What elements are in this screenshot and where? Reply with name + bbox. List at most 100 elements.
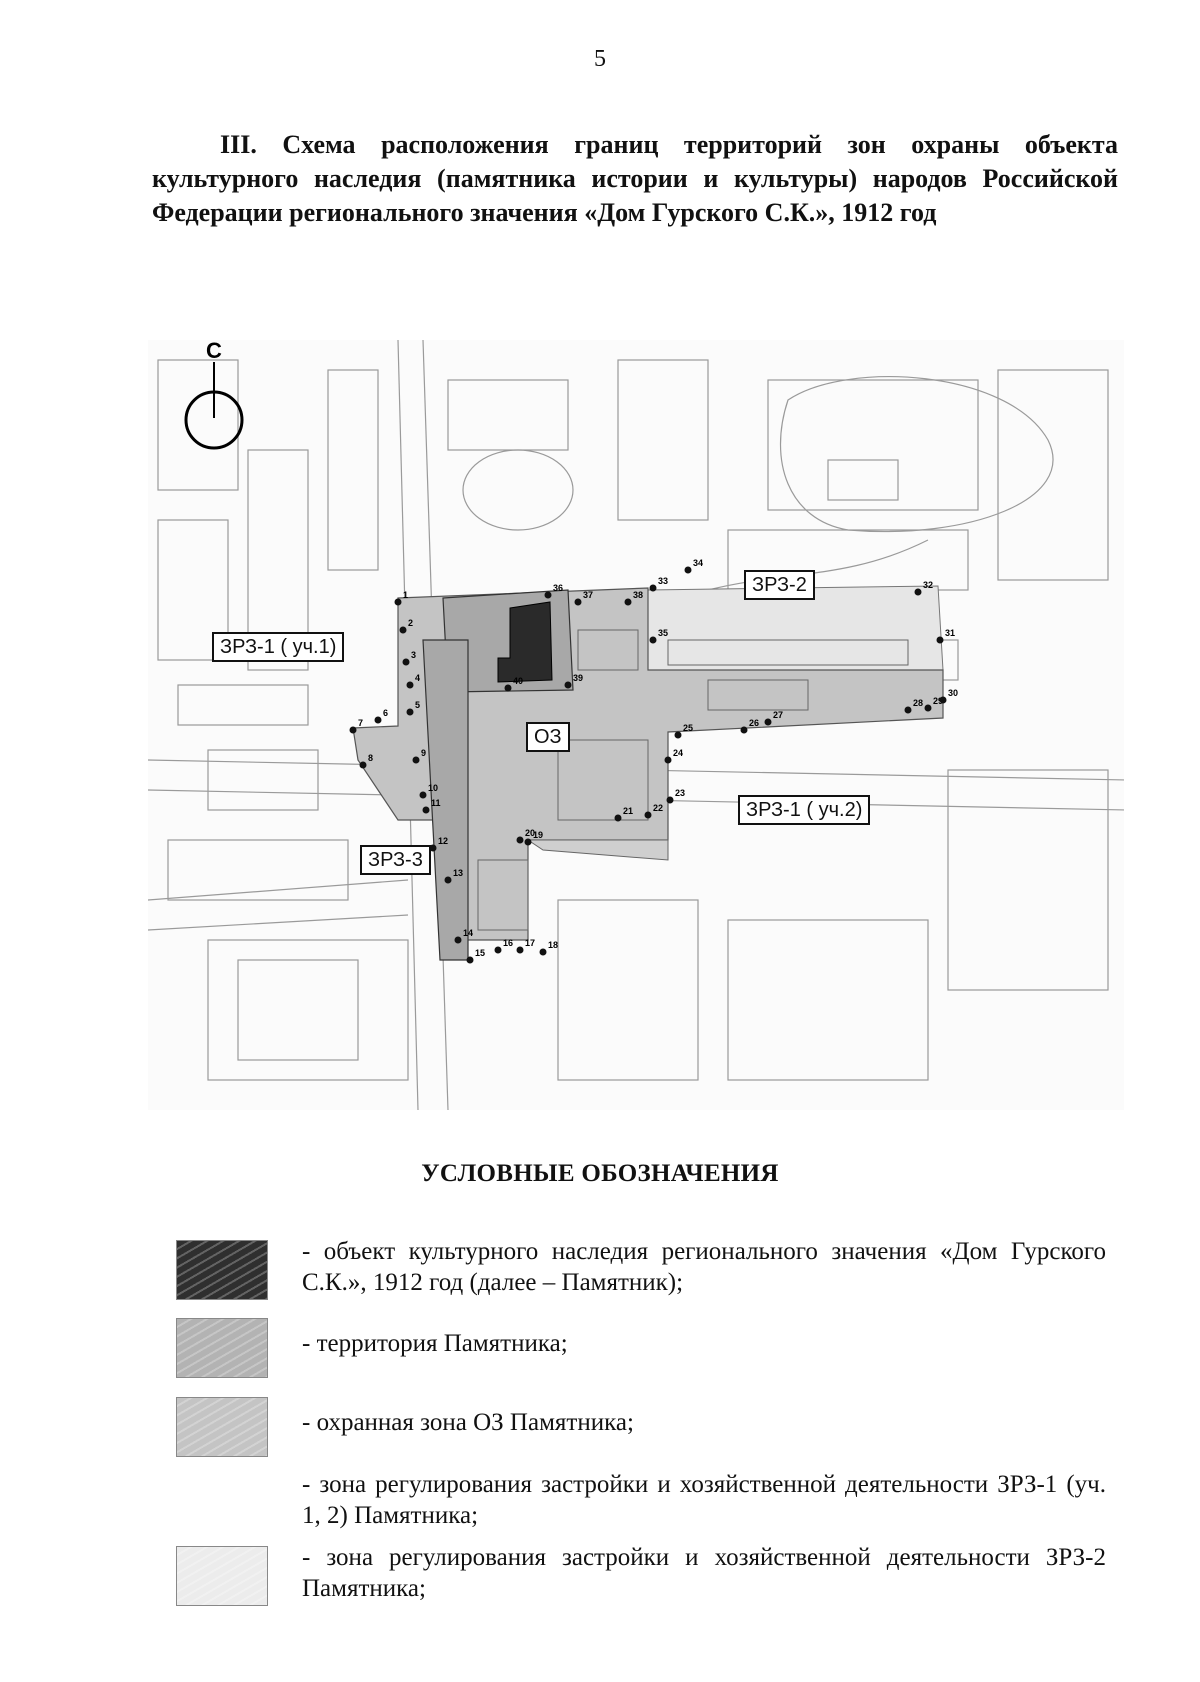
boundary-point: [406, 708, 414, 716]
boundary-point-label: 21: [623, 806, 633, 816]
block: [827, 459, 899, 501]
boundary-point-label: 8: [368, 753, 373, 763]
boundary-point-label: 39: [573, 673, 583, 683]
block: [177, 684, 309, 726]
boundary-point: [349, 726, 357, 734]
boundary-point: [644, 811, 652, 819]
building-outline: [577, 629, 639, 671]
north-label: С: [206, 340, 222, 363]
boundary-point: [684, 566, 692, 574]
boundary-point-label: 16: [503, 938, 513, 948]
boundary-point-label: 23: [675, 788, 685, 798]
zone-buildings: [477, 629, 909, 931]
block: [447, 379, 569, 451]
boundary-point: [454, 936, 462, 944]
boundary-point: [359, 761, 367, 769]
block: [727, 919, 929, 1081]
building-outline: [477, 859, 529, 931]
monument-shape: [497, 601, 553, 683]
boundary-point-label: 6: [383, 708, 388, 718]
boundary-point-label: 5: [415, 700, 420, 710]
boundary-point: [516, 946, 524, 954]
boundary-point: [614, 814, 622, 822]
block: [207, 939, 409, 1081]
legend-swatch-protection-zone: [176, 1397, 268, 1457]
boundary-point-label: 34: [693, 558, 703, 568]
boundary-point-label: 14: [463, 928, 473, 938]
boundary-point: [914, 588, 922, 596]
boundary-point: [740, 726, 748, 734]
boundary-point: [419, 791, 427, 799]
block: [167, 839, 349, 901]
block: [327, 369, 379, 571]
block: [237, 959, 359, 1061]
boundary-point-label: 38: [633, 590, 643, 600]
zone-label-zrz1-2: ЗРЗ-1 ( уч.2): [738, 795, 871, 825]
boundary-point-label: 25: [683, 723, 693, 733]
boundary-point-label: 4: [415, 673, 420, 683]
legend-swatch-territory: [176, 1318, 268, 1378]
zone-label-oz: ОЗ: [526, 722, 570, 752]
boundary-point-label: 22: [653, 803, 663, 813]
boundary-point: [504, 684, 512, 692]
legend-text-territory: - территория Памятника;: [302, 1330, 568, 1357]
building-outline: [667, 639, 909, 666]
block: [947, 769, 1109, 991]
boundary-point-label: 20: [525, 828, 535, 838]
boundary-point: [429, 844, 437, 852]
monument-building: [497, 601, 553, 683]
boundary-point-label: 30: [948, 688, 958, 698]
zone-label-zrz1-1: ЗРЗ-1 ( уч.1): [212, 632, 345, 662]
boundary-point-label: 19: [533, 830, 543, 840]
legend-swatch-monument: [176, 1240, 268, 1300]
boundary-point: [402, 658, 410, 666]
boundary-point-label: 35: [658, 628, 668, 638]
legend-title: УСЛОВНЫЕ ОБОЗНАЧЕНИЯ: [421, 1160, 779, 1187]
oz-area: [526, 839, 669, 861]
boundary-point: [924, 704, 932, 712]
north-arrow: С: [184, 340, 244, 450]
block: [157, 359, 239, 491]
boundary-point-label: 2: [408, 618, 413, 628]
boundary-point: [374, 716, 382, 724]
block: [207, 749, 319, 811]
block: [247, 449, 309, 671]
block: [557, 899, 699, 1081]
boundary-point-label: 17: [525, 938, 535, 948]
boundary-point: [524, 838, 532, 846]
block: [997, 369, 1109, 581]
boundary-point: [649, 584, 657, 592]
boundary-point: [564, 681, 572, 689]
boundary-point-label: 12: [438, 836, 448, 846]
boundary-point: [412, 756, 420, 764]
boundary-point-label: 31: [945, 628, 955, 638]
square-contour: [462, 449, 574, 531]
boundary-point-label: 15: [475, 948, 485, 958]
boundary-point-label: 24: [673, 748, 683, 758]
legend-text-zrz2: - зона регулирования застройки и хозяйст…: [302, 1544, 1106, 1602]
boundary-point: [649, 636, 657, 644]
boundary-point: [494, 946, 502, 954]
boundary-point-label: 29: [933, 696, 943, 706]
boundary-point-label: 28: [913, 698, 923, 708]
building-outline: [707, 679, 809, 711]
boundary-point: [466, 956, 474, 964]
building-outline: [557, 739, 649, 821]
boundary-point: [422, 806, 430, 814]
legend-swatch-zrz1: [176, 1473, 268, 1533]
legend-swatch-zrz2: [176, 1546, 268, 1606]
boundary-point: [544, 591, 552, 599]
boundary-point: [406, 681, 414, 689]
boundary-point-label: 27: [773, 710, 783, 720]
boundary-point: [624, 598, 632, 606]
boundary-point: [939, 696, 947, 704]
boundary-point: [516, 836, 524, 844]
boundary-point-label: 37: [583, 590, 593, 600]
legend-text-protection-zone: - охранная зона ОЗ Памятника;: [302, 1409, 634, 1436]
boundary-point-label: 7: [358, 718, 363, 728]
legend-text-monument: - объект культурного наследия региональн…: [302, 1238, 1106, 1296]
street-line: [148, 914, 409, 931]
